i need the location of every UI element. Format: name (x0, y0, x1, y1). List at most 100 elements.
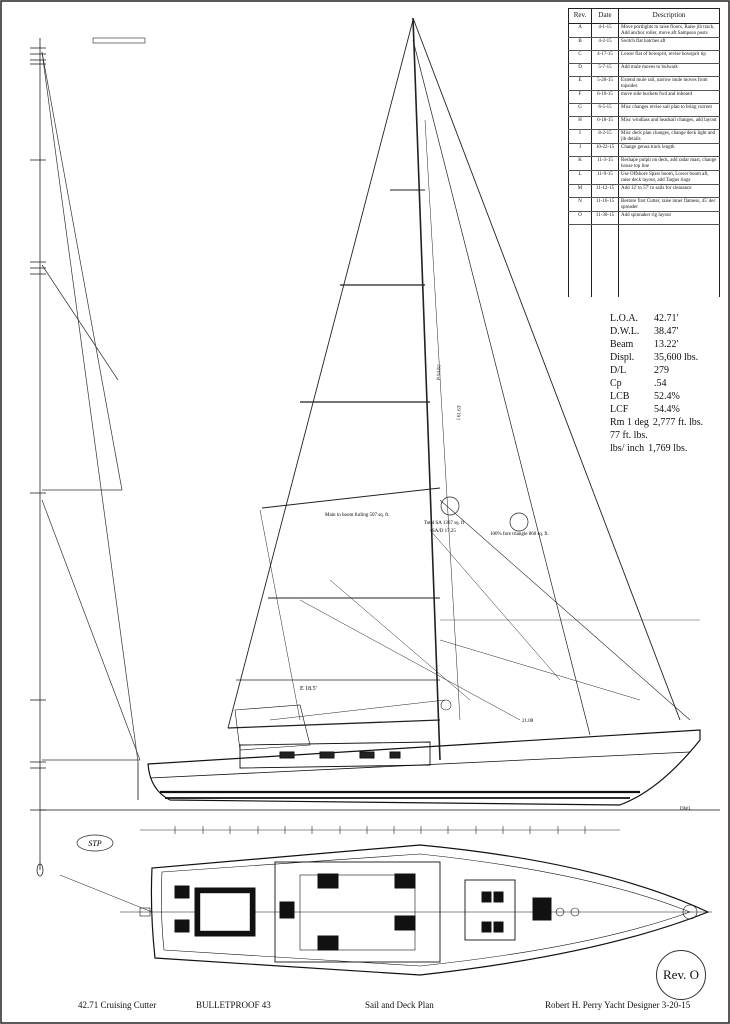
spec-value: 52.4% (654, 391, 680, 402)
rev-cell: O (568, 211, 592, 225)
spec-row: LCB 52.4% (610, 390, 703, 403)
date-cell: 6-10-15 (591, 90, 619, 104)
description-header: Description (618, 8, 720, 24)
rev-cell: H (568, 116, 592, 130)
spec-value: 1,769 lbs. (648, 443, 688, 454)
spec-row: Cp.54 (610, 377, 703, 390)
rev-cell: E (568, 76, 592, 91)
sheet-title: Sail and Deck Plan (365, 1000, 434, 1010)
spec-value: 54.4% (654, 404, 680, 415)
description-cell: move side buckets fwd and inboard (618, 90, 720, 104)
rev-cell: N (568, 197, 592, 212)
staysail-stay (412, 39, 591, 736)
rev-cell: K (568, 156, 592, 171)
date-cell: 4-1-15 (591, 23, 619, 38)
description-cell: Add mule moves to bulwark (618, 63, 720, 77)
date-cell: 11-9-15 (591, 170, 619, 185)
date-cell: 6-5-15 (591, 103, 619, 117)
date-cell: 10-22-15 (591, 143, 619, 157)
date-header: Date (591, 8, 619, 24)
model-label: 42.71 Cruising Cutter (78, 1000, 157, 1010)
description-cell: Extend mule rail, narrow mule moves from… (618, 76, 720, 91)
rev-cell: C (568, 50, 592, 64)
description-cell: Add spinnaker rig layout (618, 211, 720, 225)
spec-value: 42.71' (654, 313, 679, 324)
date-cell: 5-20-15 (591, 76, 619, 91)
spec-value: 38.47' (654, 326, 679, 337)
revision-stamp: Rev. O (656, 950, 706, 1000)
station-bar (140, 826, 620, 834)
sa-d-label: SA/D 17.25 (432, 529, 456, 534)
spec-row: Beam 13.22' (610, 338, 703, 351)
spec-value: 13.22' (654, 339, 679, 350)
spec-row: D.W.L.38.47' (610, 325, 703, 338)
spec-label: L.O.A. (610, 313, 639, 324)
boom (227, 719, 441, 729)
spec-row: L.O.A. 42.71' (610, 312, 703, 325)
spec-value: 2,777 ft. lbs. (652, 417, 704, 428)
spec-row: 77 ft. lbs. (610, 429, 703, 442)
rev-cell: G (568, 103, 592, 117)
total-sa-label: Total SA 1367 sq. ft (424, 521, 465, 526)
designer-label: Robert H. Perry Yacht Designer 3-20-15 (545, 1000, 691, 1010)
spec-label: Beam (610, 339, 634, 350)
scale-bar (92, 37, 146, 44)
stp-label: STP (88, 839, 101, 848)
date-cell: 11-3-15 (591, 156, 619, 171)
description-cell: Misc changes revise sail plan to bring c… (618, 103, 720, 117)
spec-label: 77 ft. lbs. (610, 430, 648, 441)
spec-value: 279 (654, 365, 669, 376)
description-cell: Misc deck plan changes, change deck ligh… (618, 129, 720, 144)
revision-row-blank (568, 224, 720, 297)
spec-label: Rm 1 deg (610, 417, 649, 428)
description-cell: Change genoa track length (618, 143, 720, 157)
hull-profile (40, 704, 720, 811)
date-cell: 11-12-15 (591, 184, 619, 198)
blank-cell (591, 224, 619, 297)
rev-header: Rev. (568, 8, 592, 24)
main-leech (227, 19, 414, 729)
dwl-label: DWL (680, 807, 691, 812)
i-dimension-label: I 61.63' (457, 405, 463, 420)
rev-cell: D (568, 63, 592, 77)
main-area-label: Main in boom furling 507 sq. ft. (325, 513, 389, 518)
date-cell: 4-17-15 (591, 50, 619, 64)
rev-cell: J (568, 143, 592, 157)
date-cell: 11-16-15 (591, 197, 619, 212)
specifications: L.O.A. 42.71'D.W.L.38.47'Beam 13.22' Displ.… (610, 312, 703, 455)
deck-plan (59, 844, 712, 976)
rev-cell: F (568, 90, 592, 104)
boat-name: BULLETPROOF 43 (196, 1000, 271, 1010)
p-dimension-label: P 53.81' (437, 364, 443, 380)
date-cell: 6-18-15 (591, 116, 619, 130)
date-cell: 8-2-15 (591, 129, 619, 144)
rev-cell: A (568, 23, 592, 38)
date-cell: 5-7-15 (591, 63, 619, 77)
description-cell: Switch flat hatches aft (618, 37, 720, 51)
spec-label: LCB (610, 391, 630, 402)
fore-triangle-label: 100% fore triangle 860 sq. ft. (490, 532, 549, 537)
description-cell: Lower flat of bowsprit, revise bowsprit … (618, 50, 720, 64)
sail-plan (227, 17, 700, 761)
description-cell: Reshape pulpit on deck, add radar mast, … (618, 156, 720, 171)
j-dimension-label: 21.00 (522, 719, 534, 724)
description-cell: Add 12' to 57' to sails for clearance (618, 184, 720, 198)
spec-label: D/L (610, 365, 627, 376)
rev-cell: B (568, 37, 592, 51)
rev-cell: L (568, 170, 592, 185)
spinnaker-outline (41, 51, 141, 763)
spec-label: Displ. (610, 352, 635, 363)
